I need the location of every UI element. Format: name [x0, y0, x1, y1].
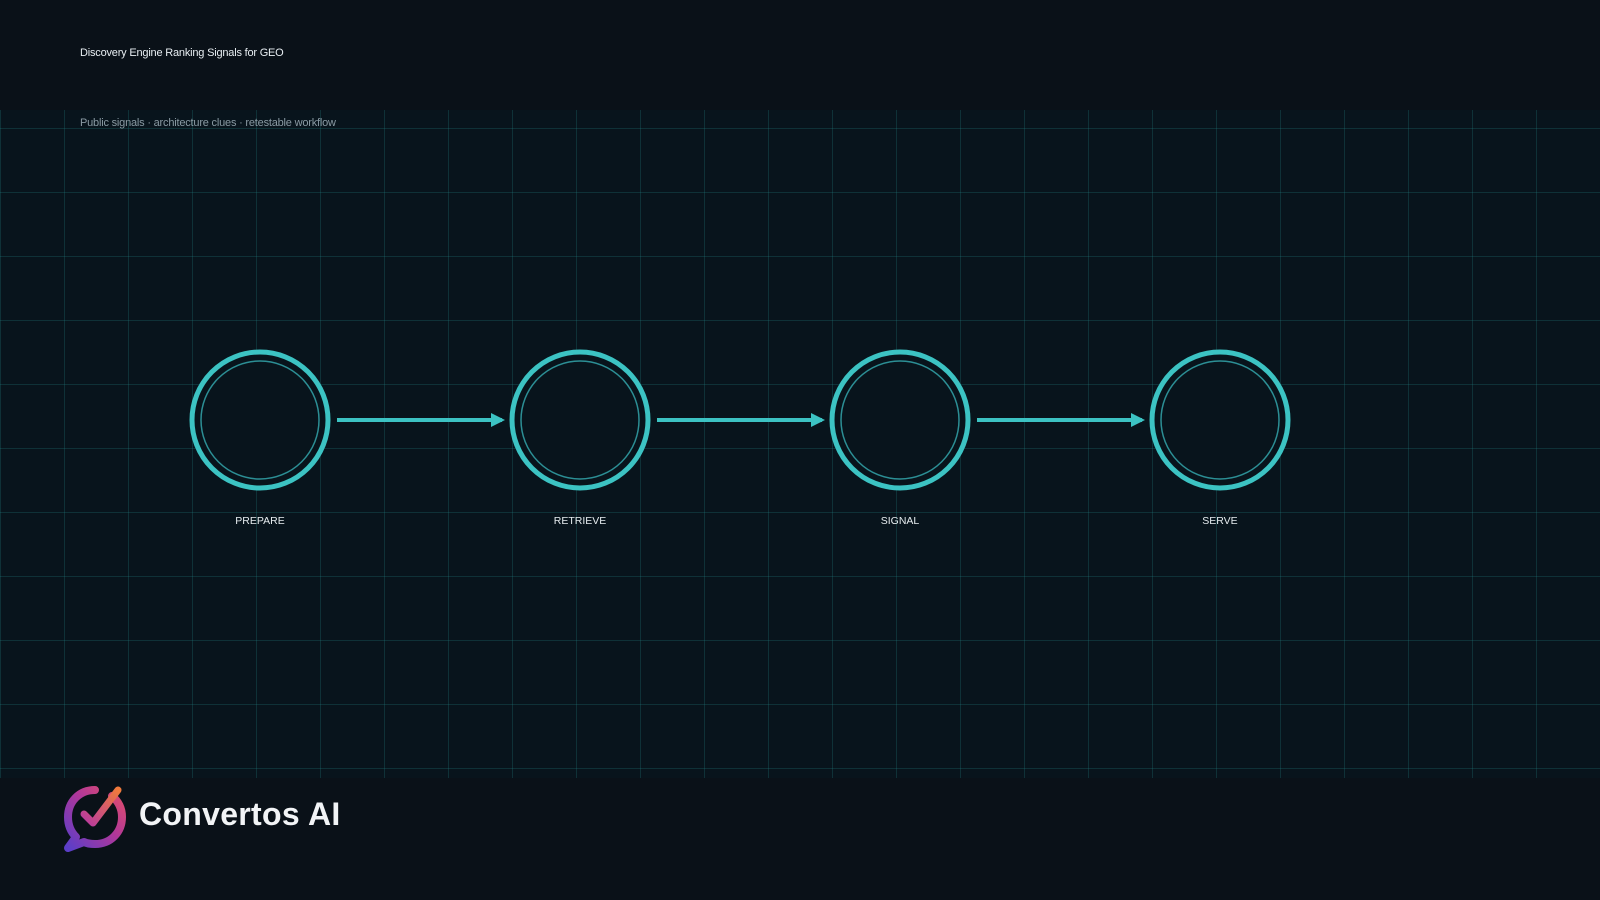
step-outer-ring [509, 349, 651, 491]
page-title: Discovery Engine Ranking Signals for GEO [80, 47, 284, 59]
step-inner-ring [200, 360, 320, 480]
step-node-prepare: PREPARE [189, 349, 331, 527]
step-node-retrieve: RETRIEVE [509, 349, 651, 527]
step-node-signal: SIGNAL [829, 349, 971, 527]
brand-name: Convertos AI [139, 796, 341, 832]
step-inner-ring [840, 360, 960, 480]
chat-bubble-checkmark-icon [64, 786, 126, 852]
step-label-signal: SIGNAL [881, 515, 920, 527]
step-label-retrieve: RETRIEVE [554, 515, 607, 527]
step-inner-ring [520, 360, 640, 480]
step-outer-ring [829, 349, 971, 491]
step-label-prepare: PREPARE [235, 515, 284, 527]
step-outer-ring [1149, 349, 1291, 491]
footer [0, 778, 1600, 900]
page-subtitle: Public signals · architecture clues · re… [80, 117, 336, 129]
step-inner-ring [1160, 360, 1280, 480]
step-outer-ring [189, 349, 331, 491]
step-node-serve: SERVE [1149, 349, 1291, 527]
step-label-serve: SERVE [1202, 515, 1237, 527]
header: Discovery Engine Ranking Signals for GEO [0, 0, 1600, 110]
